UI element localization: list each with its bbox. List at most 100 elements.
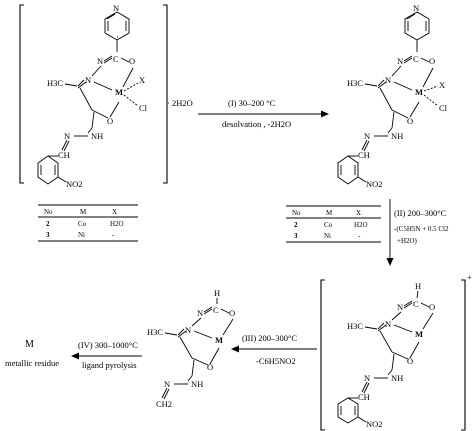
carbonyl-o-label: O <box>207 362 213 372</box>
table2-row1-no: 2 <box>294 221 298 229</box>
pyridine-ring: N <box>104 3 130 41</box>
complex-3-cation: + H N C O N M H3C O NH N CH NO2 <box>320 272 472 431</box>
enol-o-label: O <box>429 302 435 312</box>
azine-n2-label: N <box>185 325 191 335</box>
metal-center-label: M <box>215 335 223 345</box>
table1-row1-x: H2O <box>110 220 124 228</box>
azine-n1-label: N <box>197 308 203 318</box>
hydrazone-n-label: N <box>64 131 70 141</box>
methyl-label: H3C <box>347 78 363 88</box>
chloride-label: Cl <box>139 103 148 113</box>
step4-process: ligand pyrolysis <box>82 360 137 370</box>
carbonyl-c-label: C <box>113 54 119 64</box>
carbonyl-c-label: C <box>413 299 419 309</box>
nitro-group-label: NO2 <box>366 419 383 429</box>
table2-row1-m: Co <box>324 221 333 229</box>
step2-loss-line1: -(C5H5N + 0.5 Cl2 <box>394 225 449 233</box>
step-1-arrow: (I) 30–200 °C desolvation , -2H2O <box>198 98 329 129</box>
table2-header-x: X <box>356 209 361 217</box>
amide-nh-label: NH <box>91 131 103 141</box>
pyridine-n-label: N <box>413 3 419 13</box>
ligand-x-label: X <box>439 80 445 90</box>
hydrazone-n-label: N <box>364 373 370 383</box>
amide-nh-label: NH <box>391 131 403 141</box>
left-bracket <box>19 4 24 184</box>
table2-row2-m: Ni <box>324 232 331 240</box>
methyl-label: H3C <box>347 321 363 331</box>
complex-4-fragment: H N C O N M H3C O NH N CH2 <box>147 288 235 409</box>
right-bracket <box>163 4 168 184</box>
step2-loss-line2: +H2O) <box>397 237 418 245</box>
complex-1-solvated: N N C O N M X Cl H3C O NH N CH <box>19 3 193 189</box>
amide-nh-label: NH <box>391 373 403 383</box>
methyl-label: H3C <box>147 327 163 337</box>
complex-2-desolvated: N N C O N M X Cl H3C O NH N CH NO2 <box>337 3 448 189</box>
ligand-x-label: X <box>139 75 145 85</box>
carbonyl-o-label: O <box>407 356 413 366</box>
hydrazone-n-label: N <box>164 379 170 389</box>
azine-n1-label: N <box>397 56 403 66</box>
hydrogen-label: H <box>415 281 421 291</box>
residue-metal-label: M <box>25 339 34 350</box>
step-3-arrow: (III) 200–300°C -C6H5NO2 <box>231 333 317 366</box>
methylene-label: CH2 <box>156 399 172 409</box>
table1-row2-m: Ni <box>78 231 85 239</box>
table1-row1-no: 2 <box>46 220 50 228</box>
hydrate-label: · 2H2O <box>167 98 193 108</box>
metal-center-label: M <box>115 87 123 97</box>
imine-ch-label: CH <box>358 150 370 160</box>
metal-center-label: M <box>415 87 423 97</box>
carbonyl-o-label: O <box>407 116 413 126</box>
step-4-arrow: (IV) 300–1000°C ligand pyrolysis <box>71 340 142 370</box>
metallic-residue: M metallic residue <box>5 339 59 368</box>
pyridine-n-label: N <box>113 3 119 13</box>
azine-n2-label: N <box>385 319 391 329</box>
table1-header-x: X <box>112 208 117 216</box>
azine-n1-label: N <box>97 56 103 66</box>
table1-header-no: No <box>44 208 53 216</box>
left-bracket <box>320 279 325 431</box>
azine-n2-label: N <box>385 75 391 85</box>
nitro-group-label: NO2 <box>66 179 83 189</box>
imine-ch-label: CH <box>58 150 70 160</box>
step-2-arrow: (II) 200–300°C -(C5H5N + 0.5 Cl2 +H2O) <box>386 199 449 266</box>
benzene-ring <box>37 155 59 185</box>
table2-header-no: No <box>292 209 301 217</box>
azine-n2-label: N <box>85 75 91 85</box>
carbonyl-c-label: C <box>413 54 419 64</box>
carbonyl-c-label: C <box>213 305 219 315</box>
azine-n1-label: N <box>397 302 403 312</box>
imine-ch-label: CH <box>358 392 370 402</box>
hydrazone-n-label: N <box>364 131 370 141</box>
charge-label: + <box>467 272 472 282</box>
step2-condition: (II) 200–300°C <box>394 208 447 218</box>
step3-loss: -C6H5NO2 <box>256 356 296 366</box>
carbonyl-o-label: O <box>107 116 113 126</box>
right-bracket <box>461 279 466 431</box>
enol-o-label: O <box>229 308 235 318</box>
table1-row1-m: Co <box>78 220 87 228</box>
chloride-label: Cl <box>439 103 448 113</box>
metal-center-label: M <box>415 329 423 339</box>
table1-row2-x: - <box>112 231 115 239</box>
metal-table-2: No M X 2 Co H2O 3 Ni - <box>286 205 381 243</box>
step1-process: desolvation , -2H2O <box>222 119 291 129</box>
methyl-label: H3C <box>47 78 63 88</box>
step4-condition: (IV) 300–1000°C <box>78 340 138 350</box>
table1-row2-no: 3 <box>46 231 50 239</box>
table2-header-m: M <box>326 209 333 217</box>
table2-row1-x: H2O <box>354 221 368 229</box>
residue-label: metallic residue <box>5 358 59 368</box>
step1-condition: (I) 30–200 °C <box>228 98 276 108</box>
amide-nh-label: NH <box>191 379 203 389</box>
step3-condition: (III) 200–300°C <box>242 333 297 343</box>
table2-row2-x: - <box>358 232 361 240</box>
table2-row2-no: 3 <box>294 232 298 240</box>
enol-o-label: O <box>129 56 135 66</box>
table1-header-m: M <box>80 208 87 216</box>
nitro-group-label: NO2 <box>366 179 383 189</box>
enol-o-label: O <box>429 56 435 66</box>
hydrogen-label: H <box>214 288 220 298</box>
metal-table-1: No M X 2 Co H2O 3 Ni - <box>38 204 138 242</box>
